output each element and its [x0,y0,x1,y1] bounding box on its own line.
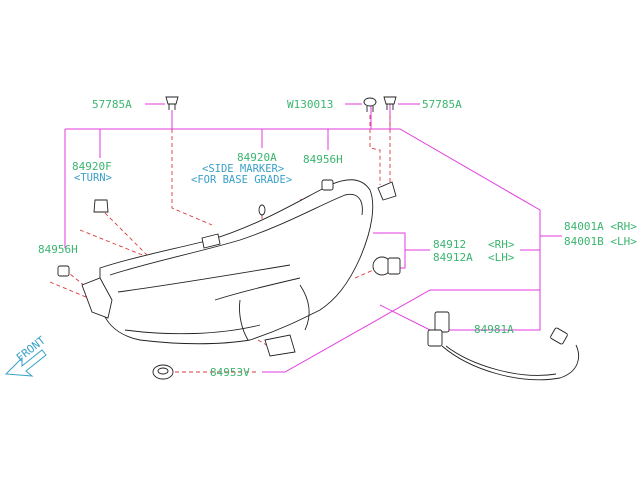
socket-lower-icon [57,265,70,277]
label-assy-lh: 84001B <LH> [564,235,637,248]
label-socket-lower: 84956H [38,243,78,256]
socket-upper-icon [321,179,334,191]
washer-icon [363,97,377,112]
label-actuator-rh-side: <RH> [488,238,515,251]
label-bulb-turn-note: <TURN> [74,172,112,184]
label-bulb-side-note2: <FOR BASE GRADE> [191,174,292,186]
label-assy-rh: 84001A <RH> [564,220,637,233]
leader-lines [64,103,562,373]
actuator-icon [372,256,401,276]
harness-icon [427,311,580,381]
label-washer: W130013 [287,98,333,111]
label-cap: 84953V [210,366,250,379]
clip-right-icon [383,96,397,110]
label-clip-right: 57785A [422,98,462,111]
label-actuator-lh-side: <LH> [488,251,515,264]
front-arrow: FRONT [4,334,48,377]
clip-left-icon [165,96,179,110]
label-harness: 84981A [474,323,514,336]
label-bulb-turn: 84920F [72,160,112,173]
bulb-turn-icon [93,199,109,213]
part-labels: 57785A W130013 57785A 84920F <TURN> 8492… [38,98,637,379]
label-socket-upper: 84956H [303,153,343,166]
small-parts [57,96,580,381]
cap-icon [152,364,174,380]
label-bulb-side-note1: <SIDE MARKER> [202,163,284,175]
bulb-side-icon [258,204,266,216]
label-bulb-side: 84920A [237,151,277,164]
headlamp-assembly [81,179,397,357]
label-actuator-lh: 84912A [433,251,473,264]
front-label: FRONT [14,334,48,365]
label-actuator-rh: 84912 [433,238,466,251]
label-clip-left: 57785A [92,98,132,111]
